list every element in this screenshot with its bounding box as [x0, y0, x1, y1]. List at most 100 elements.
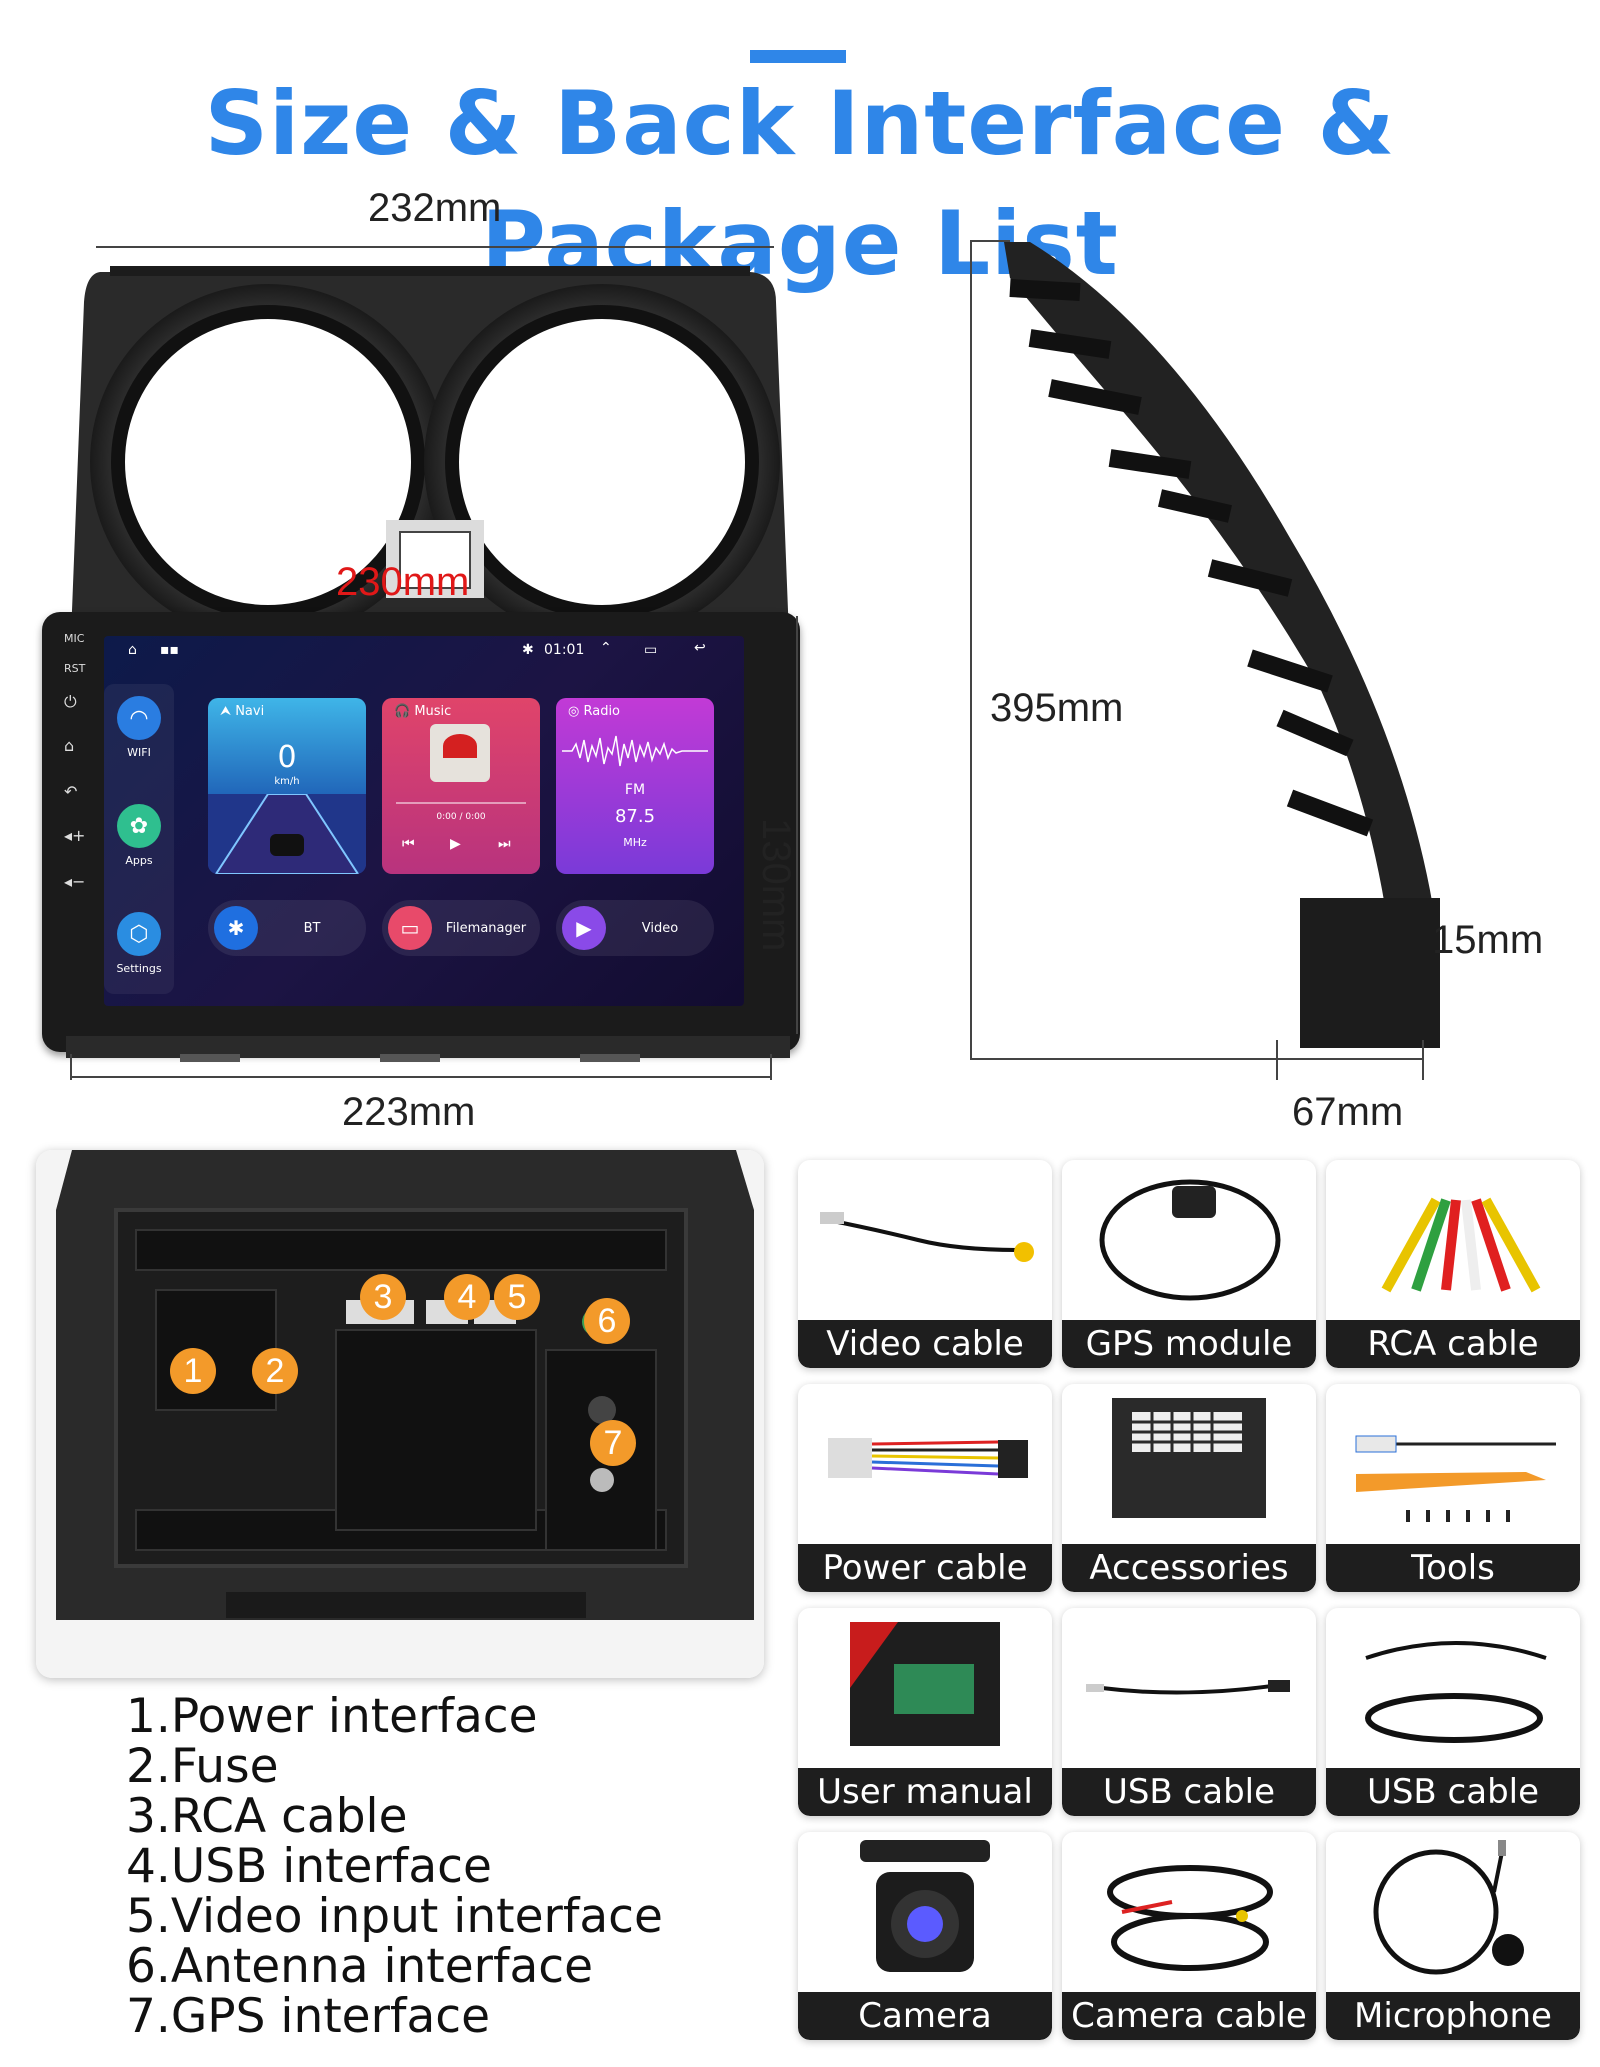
rca-cable-image	[1381, 1197, 1541, 1293]
recent-apps-icon[interactable]: ▪▪	[160, 642, 179, 658]
dock-item-wifi[interactable]: ◠ WIFI	[104, 696, 174, 759]
music-card[interactable]: 🎧 Music 0:00 / 0:00 ⏮ ▶ ⏭	[382, 698, 540, 874]
interface-legend: 1.Power interface 2.Fuse 3.RCA cable 4.U…	[126, 1692, 663, 2042]
music-title: 🎧 Music	[394, 704, 452, 719]
package-label: Camera	[798, 1992, 1052, 2040]
legend-item: 4.USB interface	[126, 1839, 492, 1894]
package-label: Power cable	[798, 1544, 1052, 1592]
package-item-camera: Camera	[798, 1832, 1052, 2040]
dock-item-settings[interactable]: ⬡ Settings	[104, 912, 174, 975]
back-panel-graphic	[36, 1150, 764, 1678]
badge-6: 6	[584, 1298, 630, 1344]
power-icon[interactable]: ⏻	[64, 692, 77, 711]
return-icon[interactable]: ↩	[694, 640, 706, 656]
gps-module-image	[1099, 1179, 1281, 1301]
music-progress-bar[interactable]	[396, 802, 526, 804]
side-button-column: MIC RST ⏻ ⌂ ↶ ◂+ ◂−	[50, 628, 90, 988]
legend-item: 3.RCA cable	[126, 1789, 408, 1844]
bt-shortcut[interactable]: ✱ BT	[208, 900, 366, 956]
package-label: Tools	[1326, 1544, 1580, 1592]
radio-unit: MHz	[623, 836, 647, 849]
expand-icon[interactable]: ⌃	[600, 640, 612, 656]
package-item-rca-cable: RCA cable	[1326, 1160, 1580, 1368]
package-label: Video cable	[798, 1320, 1052, 1368]
dim-screen-width: 230mm	[336, 560, 470, 604]
dim-thin-depth: 15mm	[1432, 918, 1544, 962]
dim-bottom-width: 223mm	[342, 1090, 476, 1134]
radio-waveform	[562, 735, 708, 767]
camera-image	[860, 1840, 990, 1972]
package-label: GPS module	[1062, 1320, 1316, 1368]
radio-title: ◎ Radio	[568, 704, 621, 719]
tools-image	[1355, 1435, 1556, 1522]
mic-label: MIC	[64, 632, 85, 645]
package-item-power-cable: Power cable	[798, 1384, 1052, 1592]
package-item-tools: Tools	[1326, 1384, 1580, 1592]
side-profile	[1004, 242, 1440, 1048]
dim-top-line	[96, 246, 774, 248]
badge-2: 2	[252, 1348, 298, 1394]
legend-item: 2.Fuse	[126, 1739, 279, 1794]
volume-up-icon[interactable]: ◂+	[64, 826, 86, 845]
legend-item: 6.Antenna interface	[126, 1939, 594, 1994]
package-label: User manual	[798, 1768, 1052, 1816]
window-icon[interactable]: ▭	[644, 642, 658, 658]
video-cable-image	[820, 1212, 1034, 1262]
dock-item-apps[interactable]: ✿ Apps	[104, 804, 174, 867]
badge-4: 4	[444, 1274, 490, 1320]
dim-side-height-line	[970, 240, 972, 1060]
dim-bottom-line	[70, 1076, 772, 1078]
dim-bottom-depth: 67mm	[1292, 1090, 1404, 1134]
prev-track-icon[interactable]: ⏮	[402, 836, 415, 852]
bezel-bottom-edge	[66, 1036, 790, 1062]
dim-front-height: 130mm	[754, 818, 798, 952]
filemanager-shortcut[interactable]: ▭ Filemanager	[382, 900, 540, 956]
wifi-icon: ◠	[117, 696, 161, 740]
dock-label-apps: Apps	[125, 854, 153, 867]
head-unit-screen: ⌂ ▪▪ ✱ 01:01 ⌃ ▭ ↩ ◠ WIFI ✿ Apps ⬡ Setti…	[104, 636, 744, 1006]
home-icon[interactable]: ⌂	[64, 736, 75, 755]
dim-depth-tick-right	[1422, 1040, 1424, 1080]
package-item-gps-module: GPS module	[1062, 1160, 1316, 1368]
badge-7: 7	[590, 1420, 636, 1466]
package-item-usb-cable-2: USB cable	[1326, 1608, 1580, 1816]
package-item-usb-cable: USB cable	[1062, 1608, 1316, 1816]
accessories-image	[1112, 1398, 1266, 1518]
badge-5: 5	[494, 1274, 540, 1320]
dock-label-wifi: WIFI	[127, 746, 151, 759]
navi-speed: 0	[277, 740, 297, 775]
navi-road-graphic	[208, 794, 366, 874]
package-label: Microphone	[1326, 1992, 1580, 2040]
back-icon[interactable]: ↶	[64, 782, 78, 801]
bt-label: BT	[303, 920, 321, 936]
package-label: USB cable	[1062, 1768, 1316, 1816]
dim-side-tick-bottom	[970, 1058, 1290, 1060]
bluetooth-icon: ✱	[214, 906, 258, 950]
folder-icon: ▭	[388, 906, 432, 950]
home-outline-icon[interactable]: ⌂	[128, 642, 137, 658]
next-track-icon[interactable]: ⏭	[498, 836, 511, 852]
volume-down-icon[interactable]: ◂−	[64, 872, 86, 891]
package-label: USB cable	[1326, 1768, 1580, 1816]
apps-icon: ✿	[117, 804, 161, 848]
reset-button[interactable]: RST	[64, 662, 86, 675]
legend-item: 7.GPS interface	[126, 1989, 490, 2044]
play-icon[interactable]: ▶	[450, 836, 461, 852]
package-item-user-manual: User manual	[798, 1608, 1052, 1816]
package-item-video-cable: Video cable	[798, 1160, 1052, 1368]
back-interface-photo: 1 2 3 4 5 6 7	[36, 1150, 764, 1678]
title-accent-bar	[750, 50, 846, 63]
radio-frequency: 87.5	[614, 806, 656, 827]
navi-card[interactable]: ⮝ Navi 0 km/h	[208, 698, 366, 874]
radio-card[interactable]: ◎ Radio FM 87.5 MHz	[556, 698, 714, 874]
package-item-accessories: Accessories	[1062, 1384, 1316, 1592]
power-cable-image	[828, 1438, 1028, 1478]
status-bar: ⌂ ▪▪ ✱ 01:01 ⌃ ▭ ↩	[104, 636, 744, 666]
clock: 01:01	[544, 642, 585, 658]
app-dock: ◠ WIFI ✿ Apps ⬡ Settings	[104, 684, 174, 994]
dim-bottom-tick-left	[70, 1054, 72, 1080]
radio-band: FM	[624, 782, 646, 798]
legend-item: 5.Video input interface	[126, 1889, 663, 1944]
dim-side-tick-top	[970, 240, 1010, 242]
video-shortcut[interactable]: ▶ Video	[556, 900, 714, 956]
